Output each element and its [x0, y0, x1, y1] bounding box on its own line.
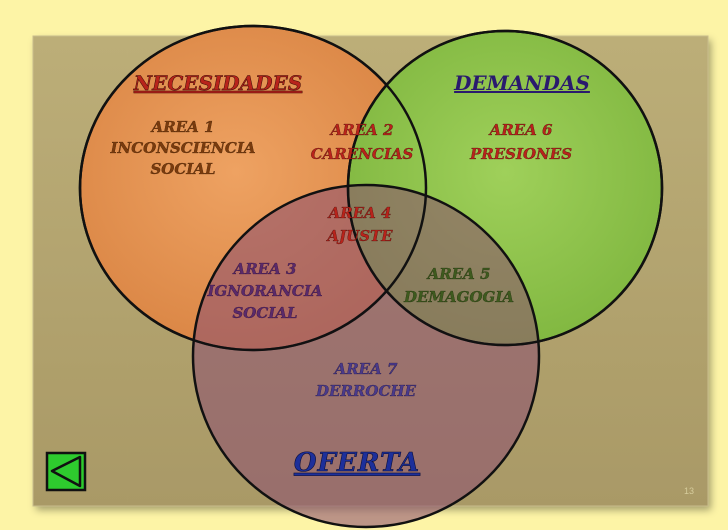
area-2-label: AREA 2 [329, 121, 394, 139]
area-3-line2: IGNORANCIA [206, 282, 322, 300]
slide-number: 13 [684, 486, 694, 496]
title-oferta: OFERTA [294, 448, 420, 478]
area-5-label: AREA 5 [426, 265, 491, 283]
area-1-line2: INCONSCIENCIA [110, 139, 256, 157]
area-7-line2: DERROCHE [315, 382, 417, 400]
title-necesidades: NECESIDADES [133, 71, 302, 95]
title-demandas: DEMANDAS [453, 71, 590, 95]
area-5-line2: DEMAGOGIA [403, 288, 514, 306]
circle-necesidades-outline [78, 24, 428, 352]
circle-demandas-outline [346, 29, 664, 347]
back-button[interactable] [45, 451, 87, 492]
area-1-line3: SOCIAL [150, 160, 215, 178]
area-2-line2: CARENCIAS [311, 145, 414, 163]
area-3-line3: SOCIAL [232, 304, 297, 322]
area-3-label: AREA 3 [232, 260, 297, 278]
area-4-label: AREA 4 [327, 204, 392, 222]
back-triangle-icon [50, 455, 82, 488]
area-7-label: AREA 7 [333, 360, 398, 378]
area-6-label: AREA 6 [488, 121, 553, 139]
area-1-label: AREA 1 [150, 118, 215, 136]
area-6-line2: PRESIONES [469, 145, 572, 163]
area-4-line2: AJUSTE [325, 227, 393, 245]
circle-oferta [191, 183, 541, 529]
